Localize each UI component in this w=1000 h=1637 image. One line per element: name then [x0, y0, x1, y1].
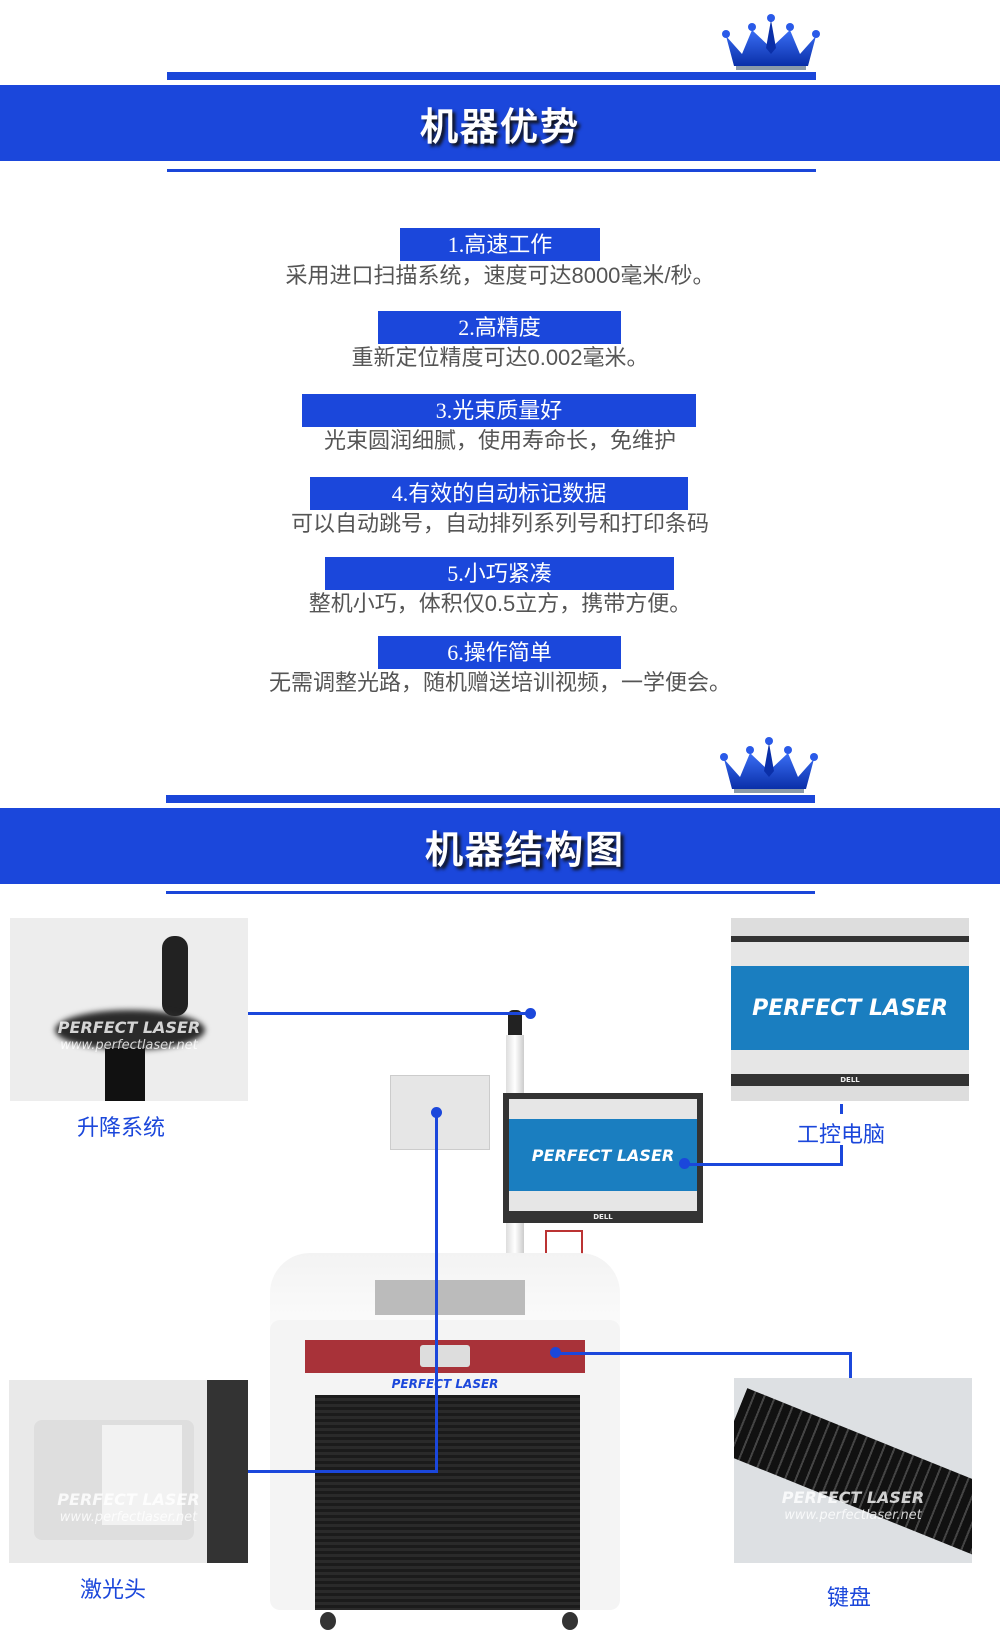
- machine-brand: PERFECT LASER: [391, 1377, 499, 1391]
- connector-dot: [679, 1158, 690, 1169]
- watermark-url: www.perfectlaser.net: [59, 1510, 198, 1525]
- feature-desc: 重新定位精度可达0.002毫米。: [351, 345, 649, 370]
- monitor-brand-logo: DELL: [840, 1076, 860, 1084]
- section-banner-structure: 机器结构图: [0, 808, 1000, 884]
- watermark: PERFECT LASER: [57, 1490, 200, 1509]
- feature-label: 5.小巧紧凑: [325, 557, 674, 590]
- connector-line: [684, 1163, 843, 1166]
- monitor: PERFECT LASER DELL: [503, 1093, 703, 1223]
- feature-label: 3.光束质量好: [302, 394, 696, 427]
- bottom-divider: [166, 891, 815, 894]
- caption-lift: 升降系统: [77, 1116, 166, 1141]
- feature-label: 2.高精度: [378, 311, 621, 344]
- connector-line: [435, 1112, 438, 1472]
- feature-desc: 可以自动跳号，自动排列系列号和打印条码: [290, 511, 709, 536]
- connector-line: [555, 1352, 852, 1355]
- caption-computer: 工控电脑: [797, 1123, 886, 1148]
- feature-label: 6.操作简单: [378, 636, 621, 669]
- feature-label: 1.高速工作: [400, 228, 600, 261]
- connector-dot: [431, 1107, 442, 1118]
- feature-desc: 整机小巧，体积仅0.5立方，携带方便。: [308, 591, 692, 616]
- caption-keyboard: 键盘: [827, 1586, 872, 1611]
- watermark-url: www.perfectlaser.net: [60, 1038, 198, 1053]
- connector-dot: [525, 1008, 536, 1019]
- connector-line: [840, 1145, 843, 1166]
- machine-image: PERFECT LASER DELL PERFECT LASER: [270, 990, 703, 1630]
- monitor-screen: PERFECT LASER: [731, 936, 969, 1086]
- crown-icon: [722, 14, 820, 70]
- connector-line: [849, 1352, 852, 1378]
- crown-icon: [720, 737, 818, 793]
- lift-system-photo: PERFECT LASER www.perfectlaser.net: [10, 918, 248, 1101]
- feature-desc: 采用进口扫描系统，速度可达8000毫米/秒。: [285, 263, 715, 288]
- feature-desc: 光束圆润细腻，使用寿命长，免维护: [323, 428, 676, 453]
- feature-desc: 无需调整光路，随机赠送培训视频，一学便会。: [268, 670, 731, 695]
- section-title: 机器优势: [419, 104, 580, 149]
- connector-line: [248, 1012, 531, 1015]
- section-title: 机器结构图: [424, 827, 625, 872]
- connector-dot: [550, 1347, 561, 1358]
- computer-photo: PERFECT LASER DELL: [731, 918, 969, 1101]
- connector-line: [840, 1104, 843, 1114]
- keyboard-photo: PERFECT LASER www.perfectlaser.net: [734, 1378, 972, 1563]
- section-banner-advantages: 机器优势: [0, 85, 1000, 161]
- monitor-screen: PERFECT LASER: [509, 1099, 697, 1211]
- laser-head-photo: PERFECT LASER www.perfectlaser.net: [9, 1380, 248, 1563]
- watermark: PERFECT LASER: [57, 1018, 201, 1037]
- top-divider: [166, 795, 815, 803]
- watermark: PERFECT LASER: [781, 1488, 925, 1507]
- monitor-brand-logo: DELL: [593, 1213, 613, 1221]
- connector-line: [248, 1470, 438, 1473]
- watermark-url: www.perfectlaser.net: [784, 1508, 922, 1523]
- feature-label: 4.有效的自动标记数据: [310, 477, 688, 510]
- top-divider: [167, 72, 816, 80]
- caption-laser-head: 激光头: [80, 1578, 147, 1603]
- bottom-divider: [167, 169, 816, 172]
